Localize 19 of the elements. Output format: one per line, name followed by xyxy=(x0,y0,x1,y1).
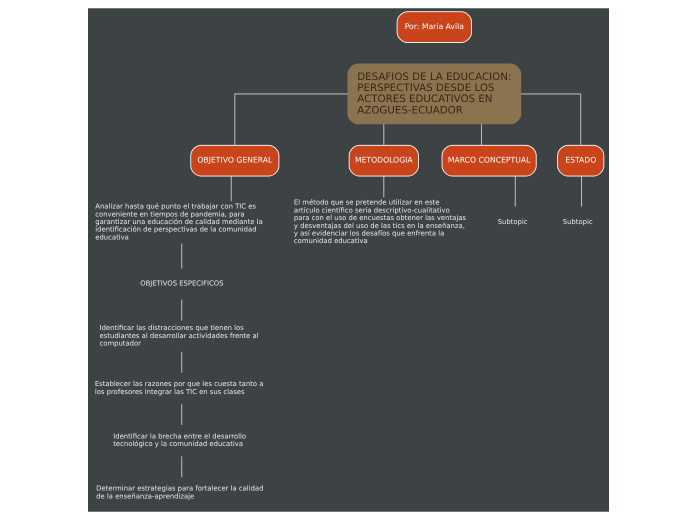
connector xyxy=(580,176,582,207)
connector xyxy=(230,176,232,202)
node-box: ESTADO xyxy=(556,144,604,177)
connector xyxy=(234,93,348,146)
connector xyxy=(180,456,182,478)
connector xyxy=(480,124,482,146)
connector xyxy=(180,351,182,374)
connector xyxy=(180,243,182,269)
connector xyxy=(382,124,384,146)
connector xyxy=(382,176,384,198)
node-box: METODOLOGIA xyxy=(348,144,418,177)
node-box: Por: Maria Avila xyxy=(396,11,472,43)
connector xyxy=(180,299,182,321)
connector xyxy=(514,176,516,207)
connector xyxy=(520,93,581,146)
connector xyxy=(180,404,182,426)
node-box: DESAFIOS DE LA EDUCACION: PERSPECTIVAS DESDE LOS ACTORES EDUCATIVOS EN AZOGUES-ECUADOR xyxy=(346,64,521,124)
node-box: OBJETIVO GENERAL xyxy=(190,144,279,177)
node-box: MARCO CONCEPTUAL xyxy=(441,144,536,177)
